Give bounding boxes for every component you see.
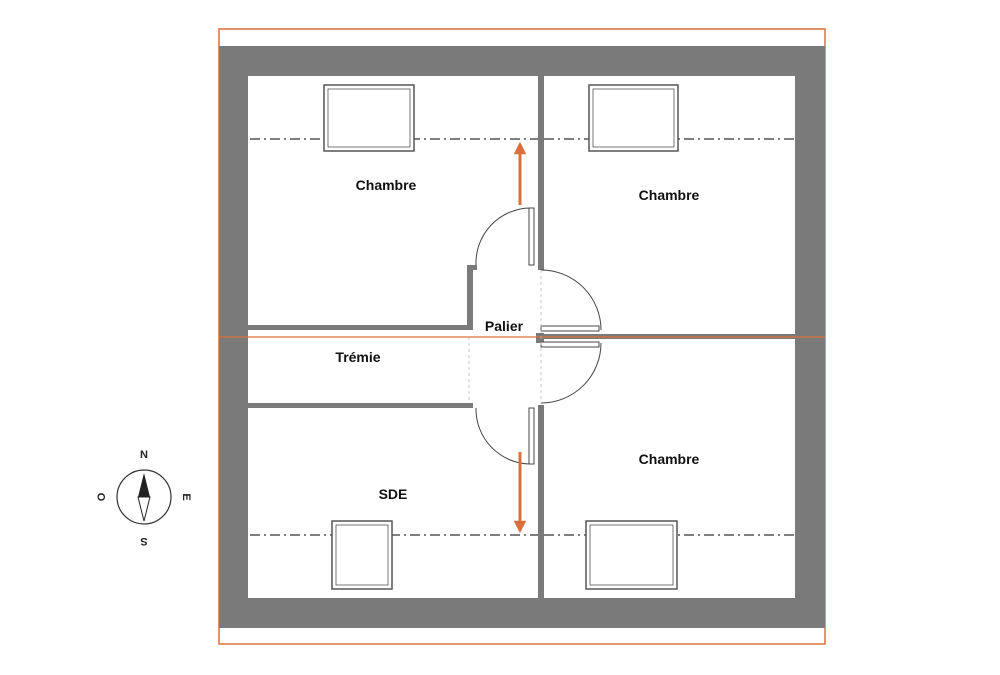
room-label-chambre-nw: Chambre bbox=[356, 177, 417, 193]
compass-needle-south bbox=[137, 496, 151, 522]
compass-south-label: S bbox=[140, 535, 147, 547]
room-label-chambre-se: Chambre bbox=[639, 451, 700, 467]
door-leaf-n bbox=[528, 207, 535, 266]
doors bbox=[475, 207, 602, 465]
window-ne bbox=[588, 84, 679, 152]
compass-north-label: N bbox=[140, 449, 148, 461]
room-label-sde: SDE bbox=[379, 486, 408, 502]
room-label-chambre-ne: Chambre bbox=[639, 187, 700, 203]
door-swing-se bbox=[540, 342, 602, 404]
roof-windows bbox=[323, 84, 679, 590]
window-se bbox=[585, 520, 678, 590]
window-nw bbox=[323, 84, 415, 152]
door-leaf-s bbox=[528, 407, 535, 465]
door-swing-ne bbox=[540, 269, 602, 331]
room-label-tremie: Trémie bbox=[335, 349, 380, 365]
door-swing-n bbox=[475, 207, 530, 266]
compass: N S E O bbox=[96, 449, 192, 547]
compass-west-label: O bbox=[96, 492, 108, 501]
room-label-palier: Palier bbox=[485, 318, 524, 334]
palier-guides bbox=[468, 270, 542, 403]
compass-east-label: E bbox=[180, 493, 192, 500]
window-sw bbox=[331, 520, 393, 590]
compass-needle-north bbox=[138, 473, 150, 497]
